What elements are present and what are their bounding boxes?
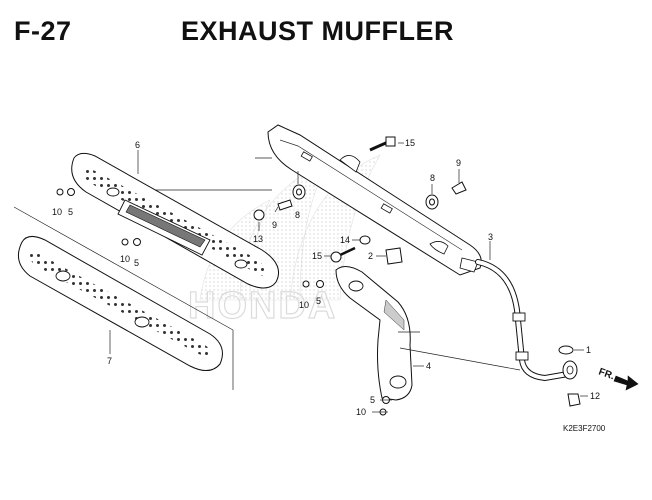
part-7-muffler-protector [17,236,223,371]
callout-6: 6 [135,140,140,150]
callout-15: 15 [312,251,322,261]
callout-13: 13 [253,234,263,244]
callout-10-center: 10 [299,300,309,310]
callout-leaders [109,142,588,413]
part-3-muffler-assembly [267,124,578,382]
callout-11: 15 [405,138,415,148]
callout-5-center: 5 [316,296,321,306]
callout-8-right: 8 [430,173,435,183]
callout-9-right: 9 [456,158,461,168]
callout-3: 3 [488,232,493,242]
callout-4: 4 [426,361,431,371]
reference-code: K2E3F2700 [563,424,606,433]
direction-label: FR. [597,366,616,382]
hardware-parts [56,136,581,416]
arrow-right-icon [613,375,639,391]
callout-10-bottom: 10 [356,407,366,417]
callout-5-mid: 5 [134,258,139,268]
front-direction-indicator: FR. [597,366,639,391]
callout-8-left: 8 [295,210,300,220]
part-6-muffler-protector [71,152,279,289]
callout-numbers: 15 9 8 6 10 5 8 9 13 14 3 10 5 15 2 10 5… [52,138,600,417]
callout-1: 1 [586,345,591,355]
callout-2: 2 [368,251,373,261]
callout-5-left: 5 [68,207,73,217]
callout-12: 12 [590,391,600,401]
group-frame-lines [13,157,272,390]
page-title: EXHAUST MUFFLER [181,16,454,46]
callout-5-bottom: 5 [370,395,375,405]
callout-10-left: 10 [52,207,62,217]
watermark-wordmark: HONDA [188,285,337,327]
callout-7: 7 [107,356,112,366]
part-4-muffler-bracket [335,266,413,401]
section-code: F-27 [14,16,72,46]
callout-9-left: 9 [272,220,277,230]
callout-10-mid: 10 [120,254,130,264]
callout-14: 14 [340,235,350,245]
